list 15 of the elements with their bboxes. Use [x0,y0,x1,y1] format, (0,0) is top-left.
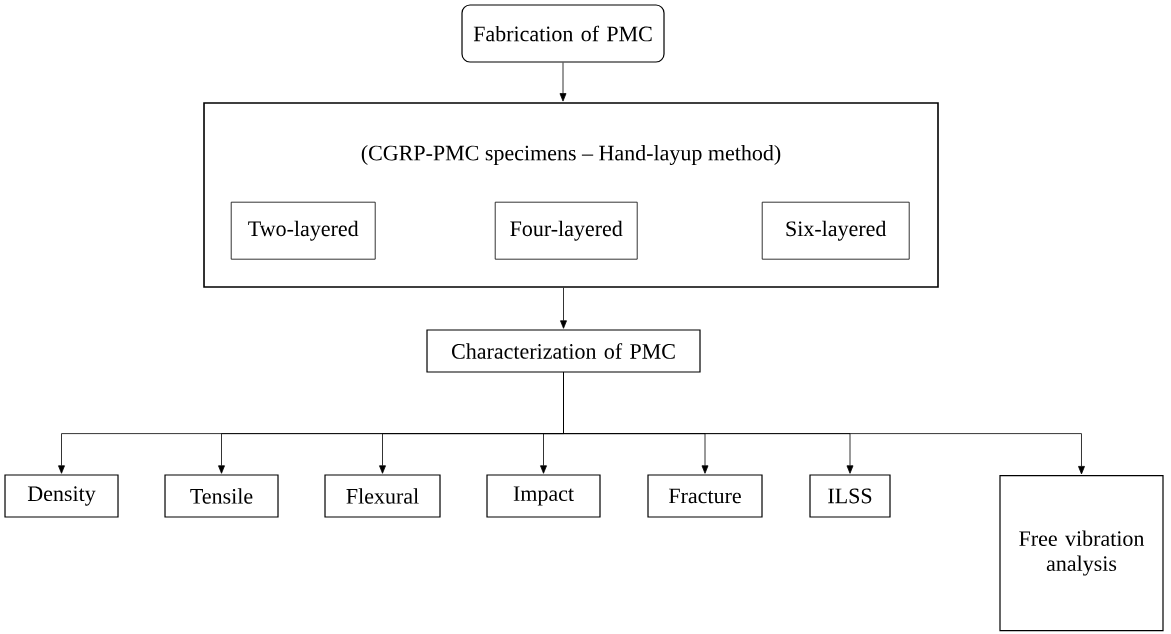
process-box: Density [4,474,119,518]
process-box: Free vibration analysis [999,475,1164,632]
arrow [560,287,567,329]
arrow [559,62,567,102]
process-box: ILSS [809,474,891,518]
layer-box: Two-layered [230,201,376,260]
process-box: Fabrication of PMC [461,4,665,63]
process-box: Fracture [647,474,763,518]
process-box: Impact [486,474,601,518]
process-box: Characterization of PMC [426,329,701,373]
arrow [563,372,1085,475]
layer-box: Four-layered [494,201,638,260]
process-box: Flexural [324,474,441,518]
layer-box: Six-layered [761,201,910,260]
process-box: Tensile [164,474,279,518]
